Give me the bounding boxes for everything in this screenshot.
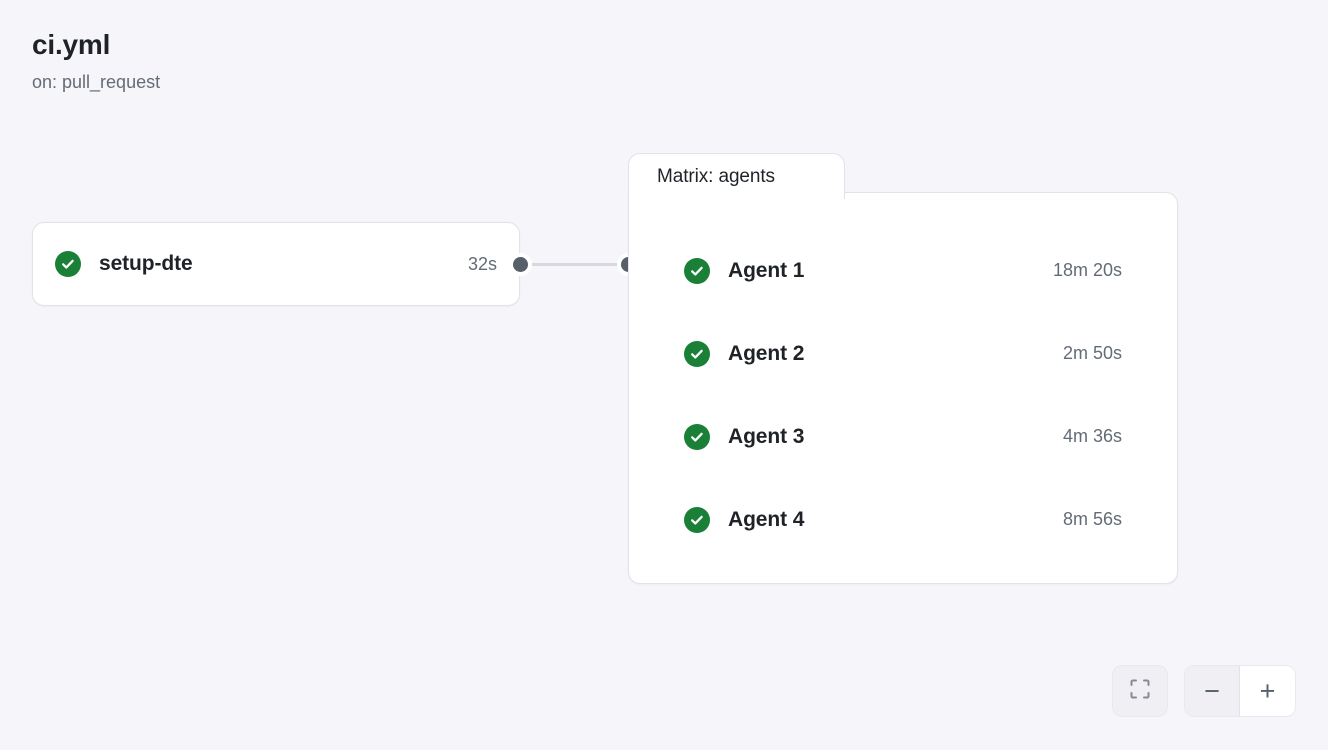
matrix-group-label: Matrix: agents xyxy=(657,165,775,187)
fit-to-screen-icon xyxy=(1129,678,1151,705)
zoom-controls: − + xyxy=(1112,665,1296,717)
check-circle-icon xyxy=(684,506,710,533)
workflow-trigger-subtitle: on: pull_request xyxy=(32,71,161,92)
matrix-job-row[interactable]: Agent 3 4m 36s xyxy=(684,395,1122,478)
check-circle-icon xyxy=(684,423,710,450)
matrix-job-duration: 4m 36s xyxy=(1062,426,1122,446)
matrix-job-name: Agent 3 xyxy=(728,424,805,448)
matrix-tab-seam xyxy=(629,191,844,194)
graph-edge xyxy=(520,263,622,266)
matrix-job-duration: 8m 56s xyxy=(1062,509,1122,529)
matrix-job-row[interactable]: Agent 4 8m 56s xyxy=(684,478,1122,561)
check-circle-icon xyxy=(684,257,710,284)
check-circle-icon xyxy=(55,251,81,277)
zoom-button-group: − + xyxy=(1184,665,1296,717)
plus-icon: + xyxy=(1259,675,1276,706)
job-node-setup-dte[interactable]: setup-dte 32s xyxy=(32,222,520,306)
job-duration-label: 32s xyxy=(467,253,497,274)
matrix-job-name: Agent 2 xyxy=(728,341,805,365)
matrix-job-duration: 2m 50s xyxy=(1062,343,1122,363)
matrix-group-body: Agent 1 18m 20s Agent 2 2m 50s Agent 3 4… xyxy=(628,192,1178,584)
fit-to-screen-button[interactable] xyxy=(1112,665,1168,717)
zoom-out-button[interactable]: − xyxy=(1185,666,1240,716)
check-circle-icon xyxy=(684,340,710,367)
zoom-in-button[interactable]: + xyxy=(1240,666,1295,716)
matrix-job-name: Agent 1 xyxy=(728,258,805,282)
matrix-job-row[interactable]: Agent 1 18m 20s xyxy=(684,229,1122,312)
matrix-job-duration: 18m 20s xyxy=(1052,260,1122,280)
matrix-job-row[interactable]: Agent 2 2m 50s xyxy=(684,312,1122,395)
job-output-port[interactable] xyxy=(513,257,528,272)
matrix-job-name: Agent 4 xyxy=(728,507,805,531)
job-name-label: setup-dte xyxy=(99,252,193,275)
workflow-header: ci.yml on: pull_request xyxy=(32,28,160,93)
page-title: ci.yml xyxy=(32,29,111,60)
minus-icon: − xyxy=(1204,675,1220,706)
